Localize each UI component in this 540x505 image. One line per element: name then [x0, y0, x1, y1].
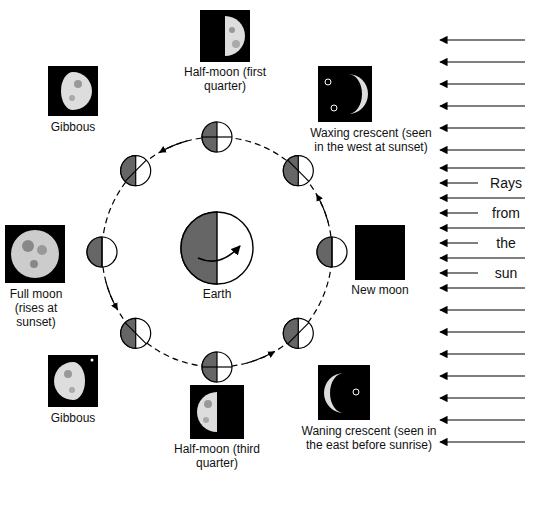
phase-label: Waxing crescent (seen in the west at sun…: [305, 126, 437, 154]
phase-node: Full moon (rises at sunset): [0, 225, 72, 329]
phase-node: Half-moon (third quarter): [160, 385, 274, 470]
phase-node: Half-moon (first quarter): [170, 10, 280, 93]
sun-rays-label: from: [482, 205, 530, 221]
phase-label: New moon: [345, 283, 415, 297]
phase-label: Earth: [177, 287, 257, 301]
phase-node: Waxing crescent (seen in the west at sun…: [305, 66, 437, 154]
sun-rays-label: the: [482, 235, 530, 251]
phase-node: Earth: [177, 212, 257, 301]
orbit-moons: [87, 122, 347, 382]
phase-node: New moon: [345, 225, 415, 297]
orbit-direction-arrows: [106, 141, 328, 363]
sun-rays-label: sun: [482, 265, 530, 281]
earth-globe: [181, 212, 253, 284]
phase-label: Gibbous: [33, 411, 113, 425]
orbit-path: [102, 137, 332, 367]
phase-label: Waning crescent (seen in the east before…: [300, 424, 438, 452]
phase-node: Gibbous: [33, 355, 113, 425]
phase-photos: [5, 10, 405, 439]
phase-label: Half-moon (third quarter): [160, 442, 274, 470]
phase-label: Half-moon (first quarter): [170, 65, 280, 93]
phase-label: Gibbous: [33, 120, 113, 134]
phase-node: Gibbous: [33, 66, 113, 134]
sun-rays-label: Rays: [482, 175, 530, 191]
phase-node: Waning crescent (seen in the east before…: [300, 365, 438, 452]
phase-label: Full moon (rises at sunset): [0, 287, 72, 329]
